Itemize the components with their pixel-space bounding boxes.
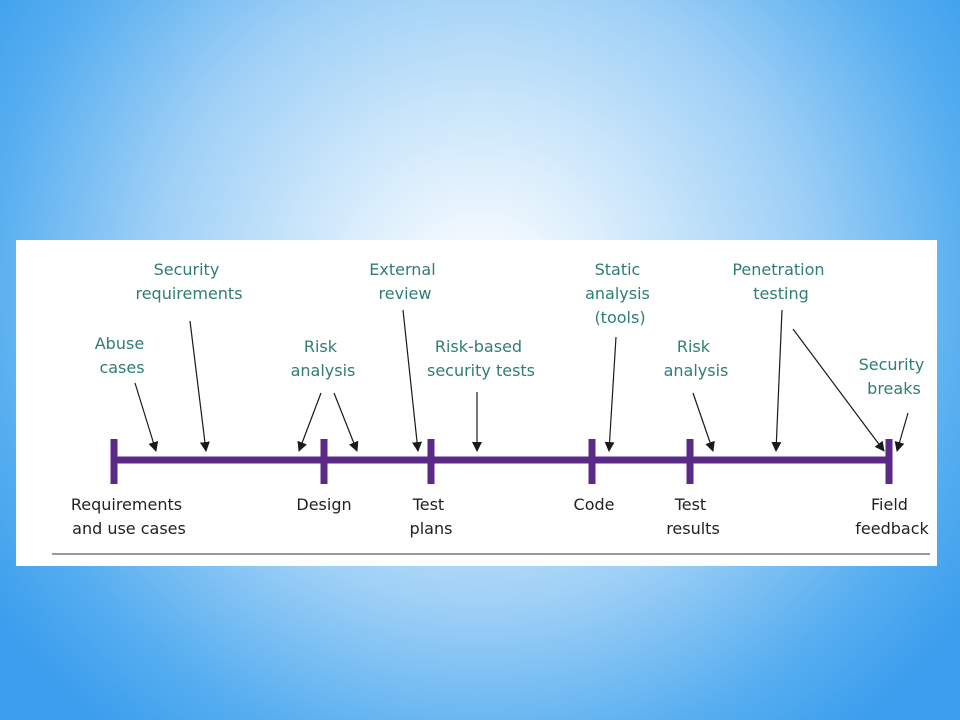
arrow-risk-analysis-2 bbox=[692, 392, 715, 452]
label-penetration-testing: Penetration testing bbox=[732, 260, 829, 303]
label-security-breaks: Security breaks bbox=[859, 355, 930, 398]
arrow-security-breaks bbox=[894, 412, 909, 452]
arrow-external-review bbox=[402, 309, 423, 452]
label-external-review: External review bbox=[369, 260, 440, 303]
stage-design: Design bbox=[296, 495, 351, 514]
arrow-security-requirements bbox=[189, 320, 210, 452]
arrows bbox=[134, 309, 909, 452]
arrow-risk-analysis-1b bbox=[333, 392, 359, 452]
arrow-penetration-testing-1 bbox=[771, 309, 783, 452]
arrow-penetration-testing-2 bbox=[792, 328, 885, 452]
label-risk-analysis-2: Risk analysis bbox=[664, 337, 729, 380]
arrow-static-analysis bbox=[604, 336, 617, 452]
arrow-abuse-cases bbox=[134, 382, 159, 452]
stage-code: Code bbox=[574, 495, 615, 514]
stage-test-plans: Test plans bbox=[410, 495, 453, 538]
label-abuse-cases: Abuse cases bbox=[95, 334, 150, 377]
lifecycle-diagram: Abuse cases Security requirements Risk a… bbox=[52, 260, 930, 555]
diagram-panel: Abuse cases Security requirements Risk a… bbox=[16, 240, 937, 566]
label-risk-based-security-tests: Risk-based security tests bbox=[427, 337, 535, 380]
stage-requirements: Requirements and use cases bbox=[71, 495, 187, 538]
label-risk-analysis-1: Risk analysis bbox=[291, 337, 356, 380]
stage-test-results: Test results bbox=[666, 495, 720, 538]
stage-field-feedback: Field feedback bbox=[855, 495, 929, 538]
label-security-requirements: Security requirements bbox=[135, 260, 242, 303]
label-static-analysis: Static analysis (tools) bbox=[585, 260, 655, 327]
arrow-risk-analysis-1a bbox=[297, 392, 322, 452]
